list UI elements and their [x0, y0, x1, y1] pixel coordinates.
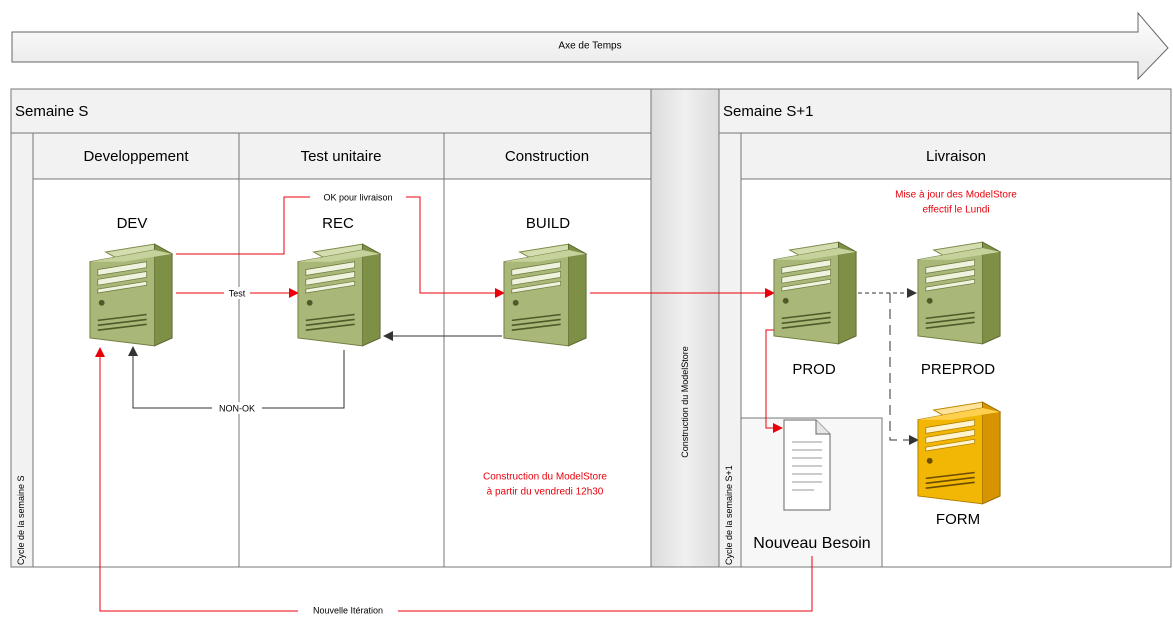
server-build-icon: [503, 243, 587, 347]
lane-developpement: Developpement: [83, 148, 189, 165]
week-s-title: Semaine S: [15, 103, 88, 120]
edge-nonok-label: NON-OK: [219, 403, 255, 413]
week-s1-title: Semaine S+1: [723, 103, 813, 120]
edge-test-label: Test: [229, 288, 246, 298]
note-build-line2: à partir du vendredi 12h30: [487, 487, 604, 498]
note-modelstore-update: Mise à jour des ModelStore effectif le L…: [895, 190, 1017, 216]
nouveau-besoin-box: Nouveau Besoin: [740, 417, 883, 568]
edge-prod-form: [889, 293, 919, 445]
server-dev-icon: [89, 243, 173, 347]
lane-test-unitaire: Test unitaire: [301, 148, 382, 165]
separator-label: Construction du ModelStore: [680, 346, 690, 458]
note-update-line2: effectif le Lundi: [922, 205, 989, 216]
edge-ok-livraison: OK pour livraison: [176, 191, 505, 298]
nouveau-besoin-label: Nouveau Besoin: [753, 535, 870, 552]
modelstore-separator: Construction du ModelStore: [650, 88, 720, 568]
edge-iteration: Nouvelle Itération: [95, 347, 813, 617]
note-build-line1: Construction du ModelStore: [483, 472, 607, 483]
edge-nonok: NON-OK: [128, 346, 345, 414]
note-update-line1: Mise à jour des ModelStore: [895, 190, 1017, 201]
lane-livraison: Livraison: [926, 148, 986, 165]
timeline-arrow: Axe de Temps: [11, 11, 1169, 81]
week-s1-cycle-label: Cycle de la semaine S+1: [724, 465, 734, 565]
server-form: FORM: [917, 401, 1001, 528]
server-build-label: BUILD: [526, 215, 570, 232]
timeline-label: Axe de Temps: [558, 41, 621, 52]
server-prod-label: PROD: [792, 361, 836, 378]
server-dev: DEV: [89, 215, 173, 347]
edge-test: Test: [176, 287, 299, 299]
server-preprod: PREPROD: [917, 241, 1001, 378]
edge-prod-besoin: [765, 329, 783, 433]
server-rec-icon: [297, 243, 381, 347]
server-preprod-icon: [917, 241, 1001, 345]
week-s-cycle-label: Cycle de la semaine S: [16, 475, 26, 565]
server-preprod-label: PREPROD: [921, 361, 995, 378]
lane-construction: Construction: [505, 148, 589, 165]
server-rec-label: REC: [322, 215, 354, 232]
note-modelstore-build: Construction du ModelStore à partir du v…: [483, 472, 607, 498]
server-form-label: FORM: [936, 511, 980, 528]
server-form-icon: [917, 401, 1001, 505]
server-build: BUILD: [503, 215, 587, 347]
document-icon: [783, 419, 831, 511]
edge-iteration-label: Nouvelle Itération: [313, 605, 383, 615]
server-prod-icon: [773, 241, 857, 345]
server-dev-label: DEV: [117, 215, 148, 232]
server-prod: PROD: [773, 241, 857, 378]
edge-ok-label: OK pour livraison: [323, 192, 392, 202]
server-rec: REC: [297, 215, 381, 347]
